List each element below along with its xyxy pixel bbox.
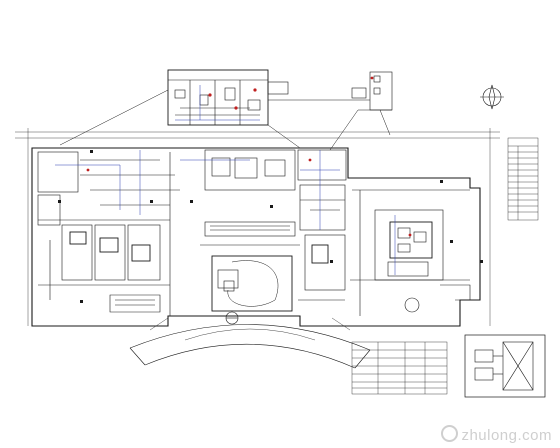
red-device-marks (86, 76, 412, 237)
watermark-text: zhulong.com (461, 427, 552, 444)
blue-wiring-runs (55, 85, 396, 275)
right-wing-rooms (350, 189, 471, 316)
wiring-detail-box (464, 334, 546, 398)
central-lobby (200, 149, 300, 325)
schedule-table (351, 341, 448, 395)
entrance-canopy (129, 317, 371, 369)
zhulong-logo-icon (441, 425, 459, 442)
north-compass-icon (480, 84, 504, 110)
leader-lines (59, 89, 391, 151)
top-inset-plan (167, 69, 290, 126)
legend-table (507, 137, 539, 221)
top-stair-detail (351, 71, 393, 111)
device-symbols (58, 150, 483, 303)
left-wing-rooms (37, 151, 180, 316)
grid-axis-top (15, 128, 500, 326)
watermark: zhulong.com (441, 425, 552, 444)
middle-right-rooms (297, 149, 347, 301)
